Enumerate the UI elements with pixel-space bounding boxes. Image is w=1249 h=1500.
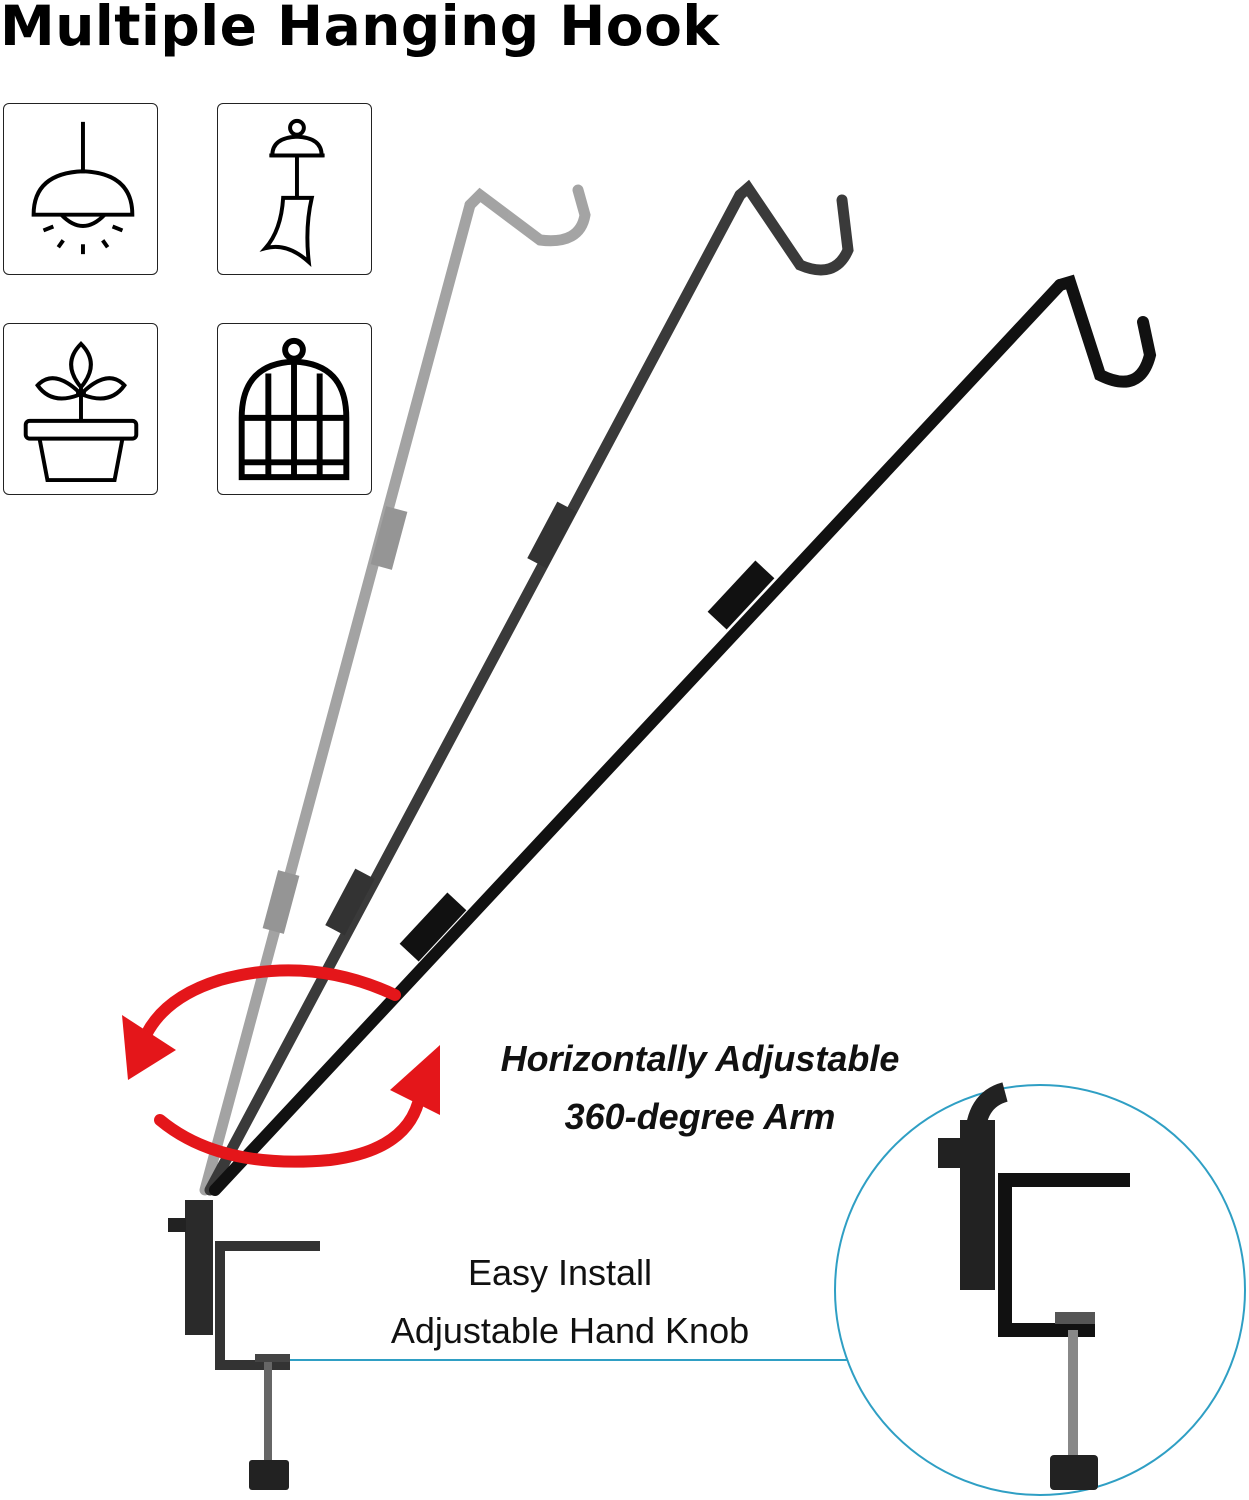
page-title: Multiple Hanging Hook [0,0,720,58]
arm-dark-gray [204,179,854,1196]
icon-card-bird-cage [217,323,372,495]
arm-black [209,274,1157,1196]
hanging-lamp-icon [31,121,135,255]
install-feature-line2: Adjustable Hand Knob [390,1310,750,1351]
icon-card-flower-pot [3,323,158,495]
rotation-arrow [122,964,440,1168]
rotation-feature-line2: 360-degree Arm [564,1096,836,1137]
wind-chime-icon [259,118,325,268]
icon-card-wind-chime [217,103,372,275]
callout-zoom-circle [834,1082,1246,1496]
icon-card-lamp [3,103,158,275]
flower-pot-icon [23,341,139,483]
rotation-feature-line1: Horizontally Adjustable [500,1038,900,1079]
bird-cage-icon [238,337,350,481]
install-feature-line1: Easy Install [467,1252,653,1293]
clamp-base [168,1200,320,1490]
arm-light-gray [199,184,591,1196]
